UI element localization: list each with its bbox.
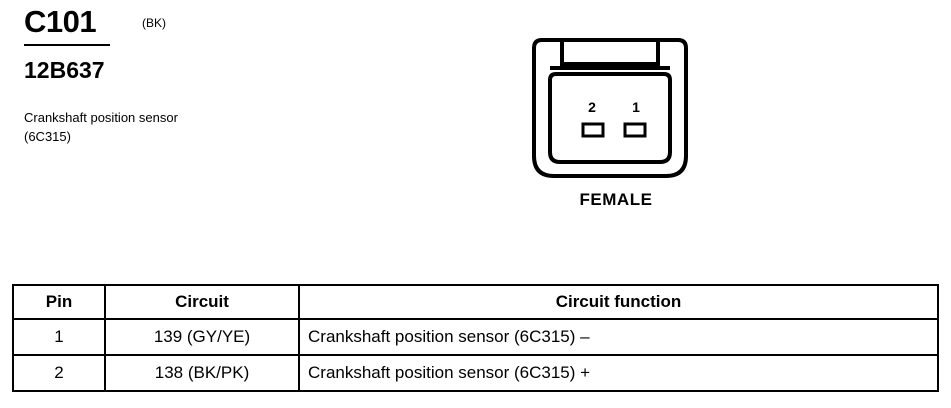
part-number: 12B637 (24, 57, 105, 83)
row-circuit: 138 (BK/PK) (104, 354, 300, 392)
row-function: Crankshaft position sensor (6C315) + (298, 354, 939, 392)
table-header-row: Pin Circuit Circuit function (12, 284, 939, 320)
connector-color: (BK) (142, 16, 166, 30)
connector-description: Crankshaft position sensor (6C315) (24, 110, 178, 144)
header-circuit: Circuit (104, 284, 300, 320)
connector-inner-cavity (548, 72, 672, 164)
table-row: 1 139 (GY/YE) Crankshaft position sensor… (12, 318, 939, 356)
pin-terminal-2 (581, 122, 605, 138)
pin-label-2: 2 (588, 99, 596, 115)
connector-outer-shell (532, 38, 688, 178)
connector-id: C101 (24, 4, 97, 39)
connector-face-diagram: 2 1 (532, 38, 688, 178)
pin-terminal-1 (623, 122, 647, 138)
pinout-table: Pin Circuit Circuit function 1 139 (GY/Y… (12, 284, 939, 392)
row-function: Crankshaft position sensor (6C315) – (298, 318, 939, 356)
row-pin: 1 (12, 318, 106, 356)
header-pin: Pin (12, 284, 106, 320)
title-divider (24, 44, 110, 46)
row-circuit: 139 (GY/YE) (104, 318, 300, 356)
table-row: 2 138 (BK/PK) Crankshaft position sensor… (12, 354, 939, 392)
connector-gender: FEMALE (579, 190, 653, 209)
locking-tab (560, 38, 660, 66)
row-pin: 2 (12, 354, 106, 392)
pin-label-1: 1 (632, 99, 640, 115)
header-circuit-function: Circuit function (298, 284, 939, 320)
